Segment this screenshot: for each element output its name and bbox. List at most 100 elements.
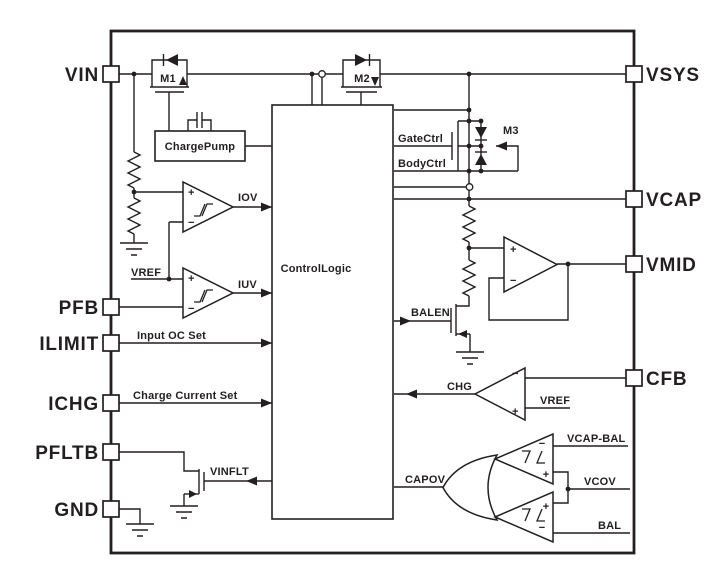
vcov-label: VCOV: [584, 476, 616, 488]
pin-label-vcap: VCAP: [646, 190, 702, 211]
pump-capacitor-icon: [187, 112, 212, 131]
iuv-plus-sign: +: [188, 273, 194, 285]
gatectrl-label: GateCtrl: [398, 133, 443, 145]
resistor-icon: [461, 205, 477, 243]
pin-pfltb: [102, 443, 120, 461]
ground-icon: [120, 234, 148, 256]
control-logic-label: ControlLogic: [281, 263, 352, 275]
pin-vmid: [625, 255, 643, 273]
buffer-plus-sign: +: [510, 244, 516, 256]
iuv-comparator: [182, 266, 272, 320]
m2-transistor: [341, 54, 382, 105]
m3-label: M3: [503, 125, 519, 137]
iov-minus-sign: −: [188, 217, 194, 229]
vinflt-label: VINFLT: [210, 466, 249, 478]
m3-diode-icon: [475, 154, 487, 165]
pin-gnd: [102, 500, 120, 518]
chg-plus-sign: +: [512, 406, 518, 418]
arrow-right-icon: [400, 316, 411, 326]
arrow-left-icon: [246, 476, 257, 486]
hysteresis-icon: [194, 289, 213, 303]
m1-body-diode-icon: [166, 54, 178, 66]
arrow-right-icon: [261, 202, 272, 212]
open-circle-node: [318, 70, 326, 78]
bal-label: BAL: [598, 520, 621, 532]
pin-ichg: [102, 394, 120, 412]
iov-label: IOV: [238, 192, 258, 204]
iov-comparator: [182, 180, 272, 234]
botcomp-plus-sign: +: [543, 501, 549, 513]
ground-icon: [170, 494, 198, 519]
arrow-right-icon: [261, 338, 272, 348]
m1-body-arrow-icon: [179, 76, 187, 85]
capov-label: CAPOV: [405, 474, 446, 486]
pin-vsys: [625, 65, 643, 83]
pin-cfb: [625, 369, 643, 387]
rail-to-logic-wires: [311, 74, 323, 105]
iov-plus-sign: +: [188, 187, 194, 199]
arrow-right-icon: [261, 398, 272, 408]
pin-label-pfltb: PFLTB: [35, 443, 99, 464]
m2-body-arrow-icon: [371, 77, 379, 86]
vcap-divider: [394, 205, 504, 365]
feedback-wire: [488, 264, 569, 321]
m1-label: M1: [160, 73, 176, 85]
chg-label: CHG: [447, 381, 472, 393]
hysteresis-icon: [522, 508, 545, 522]
resistor-icon: [461, 259, 477, 297]
ground-icon: [456, 334, 484, 365]
resistor-icon: [126, 197, 142, 235]
vcov-bracket-wire: [553, 471, 569, 504]
charge-current-set-label: Charge Current Set: [133, 390, 238, 402]
gnd-ground-icon: [119, 508, 154, 537]
topcomp-minus-sign: −: [539, 438, 545, 450]
arrow-left-icon: [406, 389, 417, 399]
mosfet-arrow-icon: [189, 490, 197, 498]
open-circle-node: [465, 183, 474, 191]
chg-minus-sign: −: [512, 368, 518, 380]
pin-label-ichg: ICHG: [48, 394, 99, 415]
pfltb-transistor: [119, 451, 272, 519]
balen-label: BALEN: [411, 307, 450, 319]
iuv-label: IUV: [238, 279, 257, 291]
or-gate-icon: [442, 454, 499, 521]
pin-label-gnd: GND: [54, 500, 99, 521]
arrow-right-icon: [261, 288, 272, 298]
buffer-minus-sign: −: [510, 275, 516, 287]
ic-outline: [109, 29, 636, 555]
botcomp-minus-sign: −: [539, 522, 545, 534]
pin-ilimit: [102, 334, 120, 352]
vref2-label: VREF: [540, 395, 570, 407]
bodyctrl-label: BodyCtrl: [398, 158, 446, 170]
input-oc-set-label: Input OC Set: [137, 330, 206, 342]
pin-vin: [102, 65, 120, 83]
iuv-minus-sign: −: [188, 303, 194, 315]
ic-pins: [102, 65, 643, 518]
charge-pump-label: ChargePump: [165, 141, 236, 153]
m3-diode-icon: [475, 127, 487, 138]
pin-label-vin: VIN: [65, 65, 99, 86]
balance-comparators: [394, 432, 630, 544]
m1-transistor: [150, 54, 189, 131]
vref-wire: [131, 221, 183, 280]
pin-label-ilimit: ILIMIT: [39, 334, 99, 355]
resistor-icon: [126, 151, 142, 189]
mosfet-arrow-icon: [458, 330, 467, 338]
topcomp-plus-sign: +: [543, 469, 549, 481]
vin-divider: [120, 74, 183, 256]
pin-pfb: [102, 298, 120, 316]
chg-comparator: [394, 366, 626, 422]
pin-label-vsys: VSYS: [646, 65, 700, 86]
vref-label: VREF: [131, 267, 161, 279]
pin-label-vmid: VMID: [646, 255, 697, 276]
m2-label: M2: [354, 73, 370, 85]
vcap-bal-label: VCAP-BAL: [567, 433, 626, 445]
junction-dots: [131, 71, 571, 492]
pin-label-pfb: PFB: [59, 298, 99, 319]
hysteresis-icon: [194, 203, 213, 217]
m3-body-arrow-icon: [496, 141, 507, 151]
pin-vcap: [625, 190, 643, 208]
hysteresis-icon: [522, 450, 545, 464]
m2-body-diode-icon: [355, 54, 367, 66]
